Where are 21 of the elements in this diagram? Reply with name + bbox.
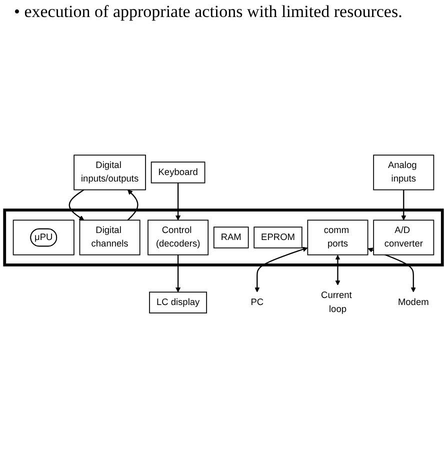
arrow [254,246,308,292]
endpoint-label: Modem [398,297,429,308]
arrow [335,254,340,286]
block-box: Digital inputs/outputs [74,154,146,190]
arrow [176,182,181,220]
block-box: Digital channels [79,220,140,256]
endpoint-label: PC [250,297,264,308]
block-box: A/D converter [373,220,434,256]
block-box: Analog inputs [373,154,434,190]
block-box: EPROM [254,226,302,248]
arrow [401,190,406,220]
arrow [68,189,84,220]
block-box: RAM [213,226,249,248]
block-box: LC display [149,292,208,314]
arrow [127,190,138,221]
block-box: Control (decoders) [148,220,209,256]
endpoint-label: Current loop [321,290,352,314]
bullet-text: • execution of appropriate actions with limited resources. [14,1,404,23]
arrow [176,254,181,292]
block-box: comm ports [307,220,368,256]
block-box: Keyboard [150,162,206,184]
